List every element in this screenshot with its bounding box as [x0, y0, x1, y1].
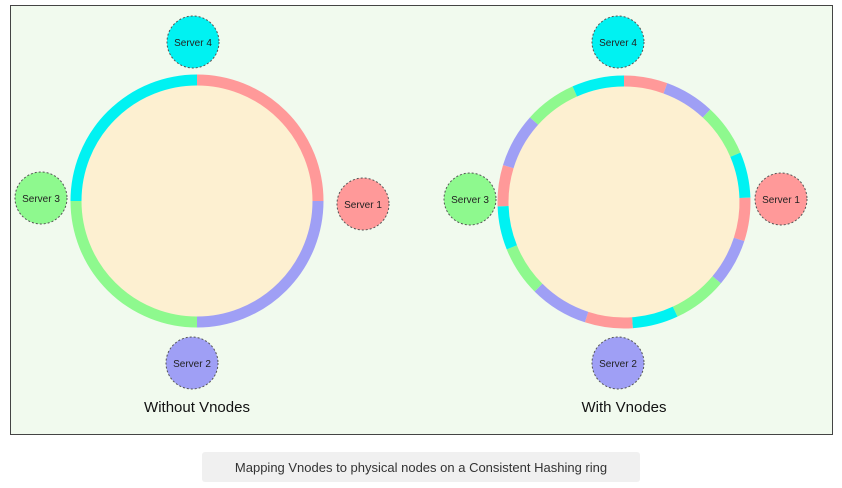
ring-arc-server3 — [672, 276, 721, 317]
server-circle — [336, 177, 390, 231]
ring-arc-server2 — [663, 83, 711, 118]
ring-arc-server1 — [733, 197, 751, 242]
server-label: Server 2 — [599, 359, 637, 370]
caption-text: Mapping Vnodes to physical nodes on a Co… — [234, 459, 608, 475]
server-node-3: Server 3 — [14, 171, 68, 225]
ring-arc-server2 — [712, 237, 745, 284]
ring-diagram-2: Server 1 Server 2 Server 3 Server 4 With Vno… — [443, 15, 808, 416]
ring-arc-server4 — [497, 205, 517, 250]
ring-arc-server4 — [70, 74, 198, 202]
server-circle — [14, 171, 68, 225]
server-circle — [166, 15, 220, 69]
ring-title: With Vnodes — [581, 399, 666, 416]
server-node-1: Server 1 — [754, 172, 808, 226]
ring-title: Without Vnodes — [144, 399, 250, 416]
consistent-hashing-diagram: Server 1 Server 2 Server 3 Server 4 Without … — [14, 15, 808, 416]
server-circle — [591, 15, 645, 69]
ring-arc-server3 — [70, 200, 198, 328]
server-circle — [443, 172, 497, 226]
server-label: Server 2 — [173, 359, 211, 370]
server-circle — [754, 172, 808, 226]
server-node-3: Server 3 — [443, 172, 497, 226]
figure-caption: Mapping Vnodes to physical nodes on a Co… — [202, 452, 640, 482]
ring-arc-server2 — [503, 117, 539, 169]
ring-arc-server3 — [702, 109, 741, 158]
ring-arc-server3 — [506, 245, 543, 292]
server-node-4: Server 4 — [166, 15, 220, 69]
ring-arc-server3 — [529, 86, 578, 125]
server-node-1: Server 1 — [336, 177, 390, 231]
ring-arc-server1 — [623, 75, 668, 94]
ring-arc-server2 — [196, 200, 324, 328]
ring-arc-server4 — [572, 75, 625, 97]
server-node-2: Server 2 — [591, 336, 645, 390]
server-circle — [165, 336, 219, 390]
server-label: Server 4 — [174, 38, 212, 49]
diagram-frame: Server 1 Server 2 Server 3 Server 4 Without … — [10, 5, 833, 435]
ring-arc-server4 — [631, 306, 678, 329]
server-circle — [591, 336, 645, 390]
ring-arc-server2 — [534, 283, 589, 323]
server-label: Server 1 — [762, 195, 800, 206]
ring-arc-server1 — [497, 165, 514, 207]
server-node-4: Server 4 — [591, 15, 645, 69]
ring-diagram-1: Server 1 Server 2 Server 3 Server 4 Without … — [14, 15, 390, 416]
ring-arc-server1 — [584, 311, 633, 329]
server-label: Server 3 — [451, 195, 489, 206]
server-label: Server 1 — [344, 200, 382, 211]
ring-fill — [76, 80, 318, 322]
ring-arc-server4 — [730, 152, 751, 199]
server-label: Server 3 — [22, 194, 60, 205]
ring-fill — [503, 81, 745, 323]
server-node-2: Server 2 — [165, 336, 219, 390]
server-label: Server 4 — [599, 38, 637, 49]
ring-arc-server1 — [196, 74, 324, 202]
